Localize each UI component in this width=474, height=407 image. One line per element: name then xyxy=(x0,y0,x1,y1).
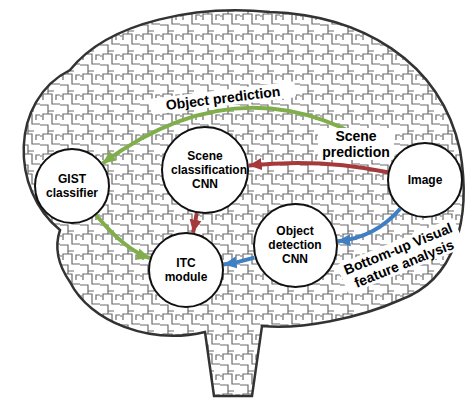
node-label: Object detection CNN xyxy=(263,224,327,266)
arrow-connector xyxy=(224,258,255,265)
circle-node: GIST classifier xyxy=(34,148,110,224)
arrow-connector xyxy=(249,163,388,172)
brain-shape xyxy=(24,10,464,396)
arrow-connector xyxy=(193,213,197,232)
node-label: Scene classification CNN xyxy=(171,149,239,191)
node-label: GIST classifier xyxy=(42,172,102,200)
circle-node: Image xyxy=(387,142,463,218)
arrow-connector xyxy=(103,108,394,164)
arrow-connector xyxy=(96,215,150,258)
edge-label: Scene prediction xyxy=(318,128,394,160)
node-label: Image xyxy=(395,173,455,187)
circle-node: Object detection CNN xyxy=(253,203,338,288)
node-label: ITC module xyxy=(156,256,216,284)
arrow-connector xyxy=(337,209,400,242)
circle-node: ITC module xyxy=(148,232,224,308)
circle-node: Scene classification CNN xyxy=(161,126,249,214)
